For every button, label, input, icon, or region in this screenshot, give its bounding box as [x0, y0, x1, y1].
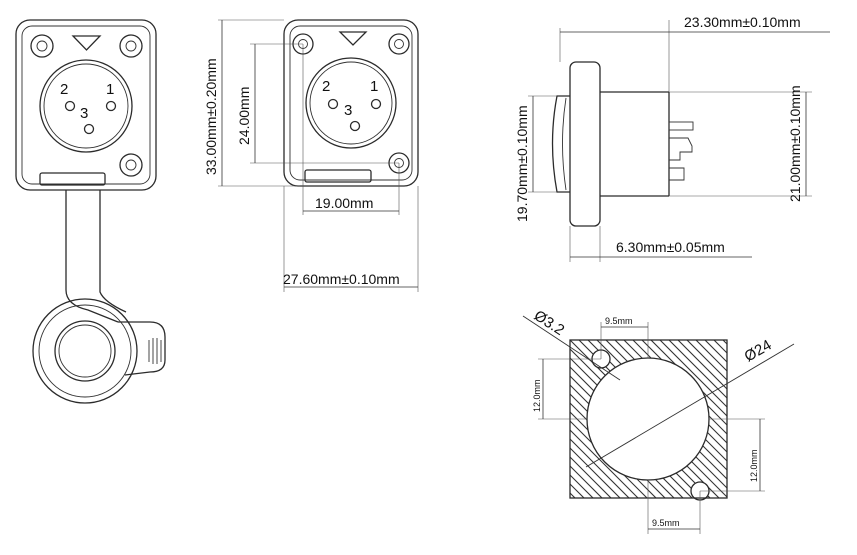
front-height-dim: 33.00mm±0.20mm — [203, 58, 219, 175]
front-hole-h-dim: 19.00mm — [315, 195, 373, 211]
side-front-dia-dim: 19.70mm±0.10mm — [514, 105, 530, 222]
front-view: 2 1 3 33.00mm±0.20mm 24.00mm 19.00mm 27.… — [203, 19, 419, 292]
hatch-line — [570, 420, 648, 498]
hatch-line — [722, 330, 857, 510]
front-pin-3-label: 3 — [344, 102, 352, 119]
cutout-main-dia-label: Ø24 — [742, 337, 775, 366]
side-view: 23.30mm±0.10mm 19.70mm±0.10mm 21.00mm±0.… — [514, 14, 830, 262]
hatch-line — [398, 330, 578, 510]
left-pin-3-label: 3 — [80, 105, 88, 122]
hatch-line — [570, 411, 657, 498]
cutout-left-offset-dim: 12.0mm — [532, 379, 542, 412]
hatch-line — [695, 340, 727, 372]
side-body-dia-dim: 21.00mm±0.10mm — [787, 85, 803, 202]
hatch-line — [686, 340, 727, 381]
hatch-line — [570, 438, 630, 498]
hatch-line — [650, 340, 727, 417]
side-length-dim: 23.30mm±0.10mm — [684, 14, 801, 30]
hatch-line — [570, 474, 594, 498]
hatch-line — [380, 330, 560, 510]
front-pin-1-label: 1 — [370, 78, 378, 95]
hatch-line — [570, 429, 639, 498]
hatch-line — [570, 447, 621, 498]
hatch-line — [389, 330, 569, 510]
panel-cutout-view: 9.5mm 9.5mm 12.0mm 12.0mm Ø3.2 Ø24 — [380, 307, 857, 534]
cutout-right-offset-dim: 12.0mm — [749, 449, 759, 482]
hatch-line — [722, 340, 727, 345]
cutout-top-offset-dim: 9.5mm — [605, 316, 633, 326]
left-pin-1-label: 1 — [106, 81, 114, 98]
hatch-line — [570, 483, 585, 498]
side-flange-dim: 6.30mm±0.05mm — [616, 239, 725, 255]
connector-with-cap-view: 2 1 3 — [15, 19, 166, 404]
hatch-line — [668, 340, 727, 399]
hatch-line — [570, 456, 612, 498]
cutout-hole-dia-label: Ø3.2 — [531, 307, 568, 339]
front-hole-v-dim: 24.00mm — [236, 87, 252, 145]
cutout-bottom-offset-dim: 9.5mm — [652, 518, 680, 528]
hatch-line — [704, 340, 727, 363]
hatch-line — [677, 340, 727, 390]
hatch-line — [570, 492, 576, 498]
hatch-line — [570, 465, 603, 498]
left-pin-2-label: 2 — [60, 81, 68, 98]
front-width-dim: 27.60mm±0.10mm — [283, 271, 400, 287]
hatch-line — [659, 340, 727, 408]
front-pin-2-label: 2 — [322, 78, 330, 95]
